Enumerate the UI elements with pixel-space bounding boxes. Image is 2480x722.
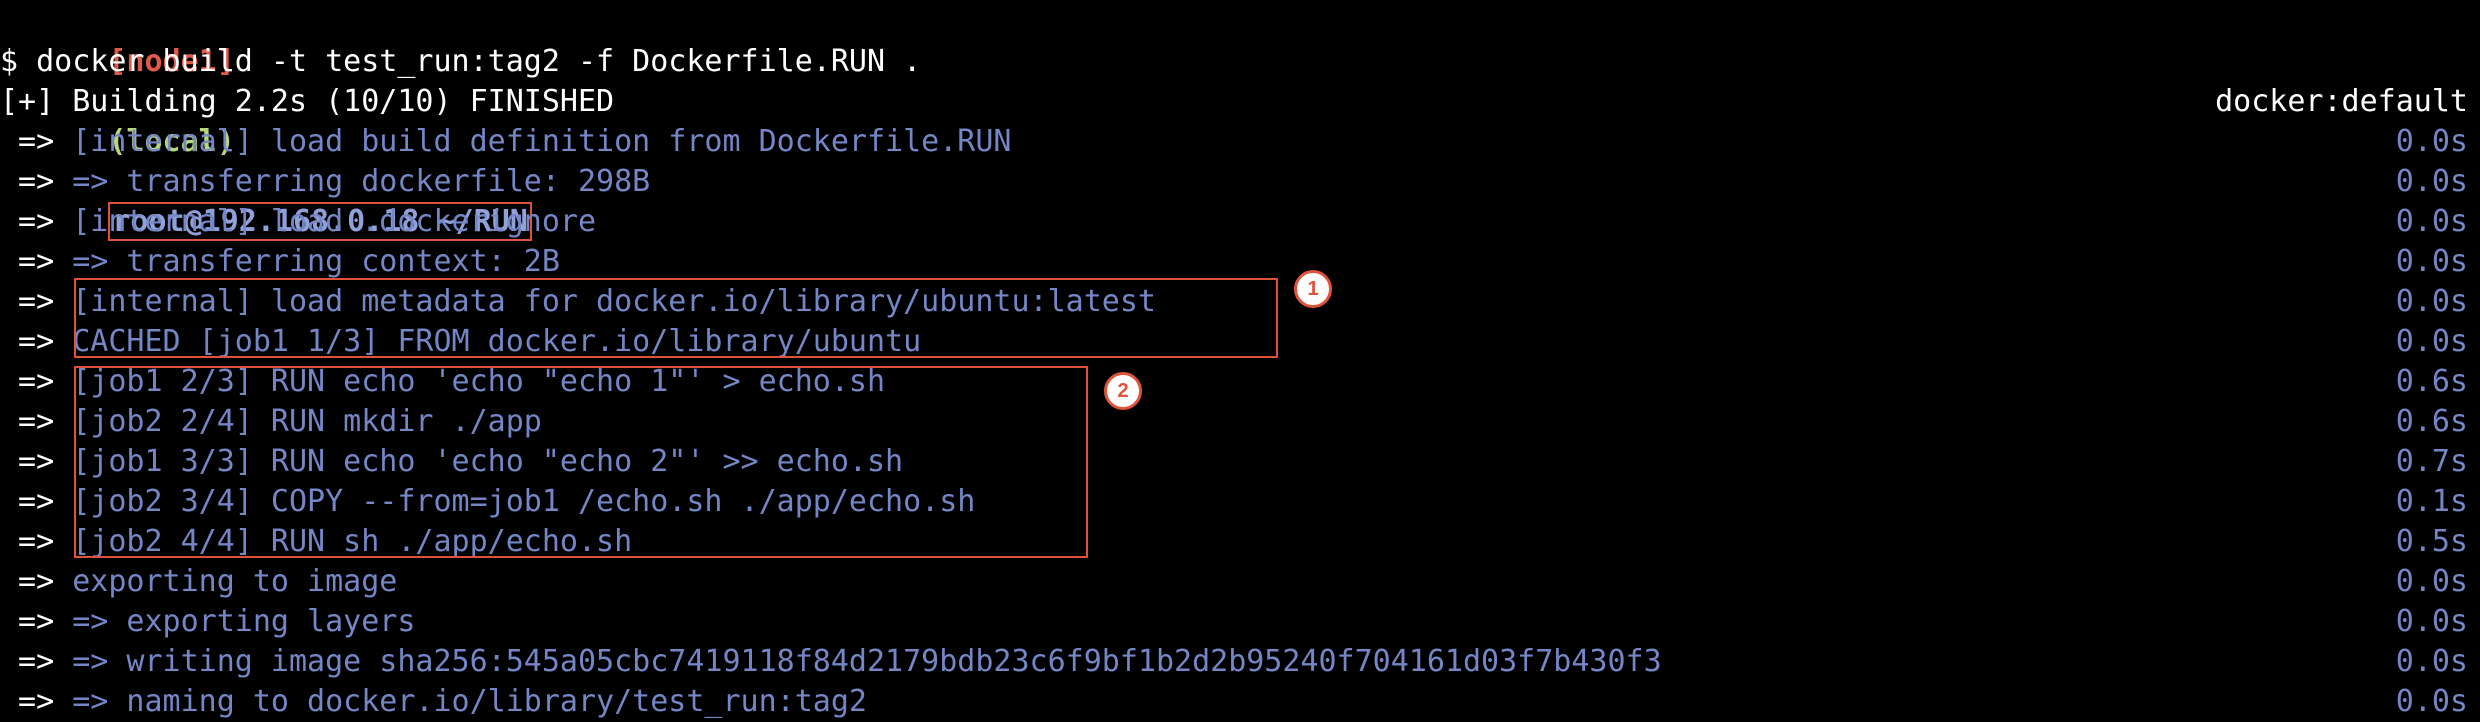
build-status-line: [+] Building 2.2s (10/10) FINISHED docke… [0, 82, 2480, 122]
step-duration: 0.1s [2395, 484, 2468, 519]
step-text: [internal] load metadata for docker.io/l… [72, 284, 1156, 319]
build-step-line: => => transferring dockerfile: 298B 0.0s [0, 162, 2480, 202]
step-text: [internal] load .dockerignore [72, 204, 597, 239]
highlight-box-1 [74, 278, 1278, 358]
step-text: => transferring context: 2B [72, 244, 560, 279]
step-arrow: => [0, 324, 73, 359]
step-text: [job2 4/4] RUN sh ./app/echo.sh [72, 524, 633, 559]
step-text: => naming to docker.io/library/test_run:… [72, 684, 867, 719]
step-arrow: => [0, 484, 73, 519]
annotation-badge-2: 2 [1104, 372, 1142, 410]
command-text: $ docker build -t test_run:tag2 -f Docke… [0, 44, 922, 79]
step-text: [internal] load build definition from Do… [72, 124, 1012, 159]
step-text: [job1 3/3] RUN echo 'echo "echo 2"' >> e… [72, 444, 904, 479]
step-duration: 0.0s [2395, 204, 2468, 239]
build-step-line: => => writing image sha256:545a05cbc7419… [0, 642, 2480, 682]
step-text: => writing image sha256:545a05cbc7419118… [72, 644, 1662, 679]
step-arrow: => [0, 684, 73, 719]
highlight-box-2 [74, 366, 1088, 558]
step-duration: 0.0s [2395, 124, 2468, 159]
step-arrow: => [0, 164, 73, 199]
build-step-line: => [job2 2/4] RUN mkdir ./app 0.6s [0, 402, 2480, 442]
step-arrow: => [0, 204, 73, 239]
build-step-line: => => naming to docker.io/library/test_r… [0, 682, 2480, 722]
step-arrow: => [0, 284, 73, 319]
build-step-line: => [job1 3/3] RUN echo 'echo "echo 2"' >… [0, 442, 2480, 482]
step-duration: 0.6s [2395, 364, 2468, 399]
build-step-line: => [internal] load metadata for docker.i… [0, 282, 2480, 322]
build-step-line: => [internal] load build definition from… [0, 122, 2480, 162]
step-arrow: => [0, 444, 73, 479]
step-duration: 0.0s [2395, 564, 2468, 599]
build-context-text: docker:default [2215, 84, 2468, 119]
build-step-line: => [internal] load .dockerignore 0.0s [0, 202, 2480, 242]
step-duration: 0.0s [2395, 684, 2468, 719]
prompt-user-path: root@192.168.0.18 ~/RUN [108, 202, 532, 241]
build-step-line: => [job1 2/3] RUN echo 'echo "echo 1"' >… [0, 362, 2480, 402]
step-arrow: => [0, 564, 73, 599]
step-text: [job2 3/4] COPY --from=job1 /echo.sh ./a… [72, 484, 976, 519]
step-arrow: => [0, 364, 73, 399]
step-duration: 0.6s [2395, 404, 2468, 439]
step-duration: 0.0s [2395, 644, 2468, 679]
step-arrow: => [0, 524, 73, 559]
step-arrow: => [0, 644, 73, 679]
step-arrow: => [0, 124, 73, 159]
step-duration: 0.0s [2395, 284, 2468, 319]
step-arrow: => [0, 244, 73, 279]
build-step-line: => [job2 3/4] COPY --from=job1 /echo.sh … [0, 482, 2480, 522]
step-text: [job2 2/4] RUN mkdir ./app [72, 404, 542, 439]
step-duration: 0.5s [2395, 524, 2468, 559]
step-arrow: => [0, 404, 73, 439]
step-text: exporting to image [72, 564, 398, 599]
step-text: => exporting layers [72, 604, 416, 639]
shell-prompt: [node1] (local) root@192.168.0.18 ~/RUN [0, 2, 2480, 241]
step-duration: 0.7s [2395, 444, 2468, 479]
step-duration: 0.0s [2395, 324, 2468, 359]
command-line: $ docker build -t test_run:tag2 -f Docke… [0, 42, 2480, 82]
step-duration: 0.0s [2395, 164, 2468, 199]
annotation-badge-1: 1 [1294, 270, 1332, 308]
step-text: [job1 2/3] RUN echo 'echo "echo 1"' > ec… [72, 364, 886, 399]
prompt-node: [node1] [108, 44, 235, 79]
build-step-line: => => exporting layers 0.0s [0, 602, 2480, 642]
build-status-text: [+] Building 2.2s (10/10) FINISHED [0, 84, 615, 119]
build-step-line: => => transferring context: 2B 0.0s [0, 242, 2480, 282]
step-text: => transferring dockerfile: 298B [72, 164, 651, 199]
build-step-line: => [job2 4/4] RUN sh ./app/echo.sh 0.5s [0, 522, 2480, 562]
build-step-line: => CACHED [job1 1/3] FROM docker.io/libr… [0, 322, 2480, 362]
prompt-local: (local) [108, 124, 235, 159]
step-duration: 0.0s [2395, 244, 2468, 279]
step-duration: 0.0s [2395, 604, 2468, 639]
step-arrow: => [0, 604, 73, 639]
step-text: CACHED [job1 1/3] FROM docker.io/library… [72, 324, 922, 359]
build-step-line: => exporting to image 0.0s [0, 562, 2480, 602]
